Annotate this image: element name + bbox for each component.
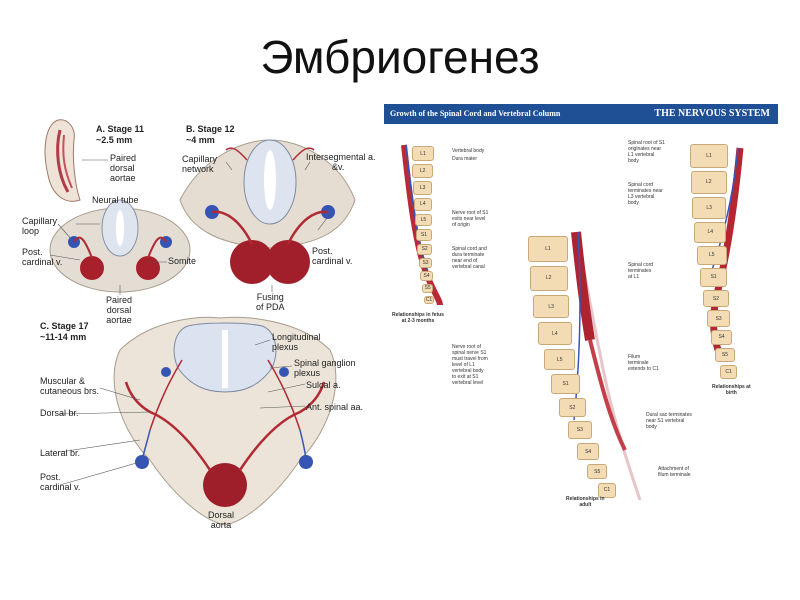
label-dorsal-aorta: Dorsal aorta	[208, 510, 235, 530]
fetus-dura-mater: Dura mater	[452, 156, 478, 162]
label-paired-dorsal-aortae-bottom: Paired dorsal aortae	[106, 295, 133, 325]
vertebra-l4: L4	[538, 322, 572, 345]
stage-a-title: A. Stage 11	[96, 124, 145, 134]
left-leader-lines	[49, 159, 331, 486]
vertebra-l4: L4	[694, 221, 727, 243]
label-lateral-br: Lateral br.	[40, 448, 81, 458]
label-neural-tube: Neural tube	[92, 195, 139, 205]
stage-b-section	[179, 139, 356, 284]
vertebra-l5: L5	[544, 348, 576, 371]
vertebra-c1: C1	[598, 483, 616, 498]
right-figure-banner: Growth of the Spinal Cord and Vertebral …	[384, 104, 778, 124]
vertebra-s2: S2	[417, 243, 433, 255]
label-post-cardinal-c: Post. cardinal v.	[40, 472, 81, 492]
label-ant-spinal: Ant. spinal aa.	[306, 402, 364, 412]
stage-a-section	[49, 199, 191, 293]
adult-dural-sac: Dural sac terminates near S1 vertebral b…	[646, 412, 692, 430]
stage-b-size: ~4 mm	[186, 135, 215, 145]
fetus-vertebral-body: Vertebral body	[452, 148, 485, 154]
label-intersegmental: Intersegmental a. &v.	[306, 152, 376, 172]
label-paired-dorsal-aortae-top: Paired dorsal aortae	[110, 153, 137, 183]
slide-title: Эмбриогенез	[260, 31, 540, 83]
birth-cord-l3: Spinal cord terminates near L3 vertebral…	[628, 182, 663, 206]
stage-c-title: C. Stage 17	[40, 321, 89, 331]
stage-c-section	[113, 316, 337, 526]
vertebra-s3: S3	[567, 421, 593, 440]
vertebra-l4: L4	[413, 197, 433, 211]
adult-nerve-root-note: Nerve root of spinal nerve S1 must trave…	[452, 344, 488, 386]
vertebra-l2: L2	[529, 266, 568, 291]
vertebra-s1: S1	[415, 229, 432, 241]
label-post-cardinal-a: Post. cardinal v.	[22, 247, 63, 267]
vertebra-l3: L3	[412, 181, 433, 195]
adult-attachment: Attachment of filum terminale	[658, 466, 691, 478]
vertebra-s4: S4	[576, 443, 600, 460]
stage-b-title: B. Stage 12	[186, 124, 235, 134]
vertebra-s5: S5	[422, 283, 434, 293]
vertebra-c1: C1	[424, 295, 434, 304]
vertebra-s5: S5	[715, 348, 735, 363]
label-spinal-ganglion-plexus: Spinal ganglion plexus	[294, 358, 356, 378]
label-dorsal-br: Dorsal br.	[40, 408, 79, 418]
label-fusing-pda: Fusing of PDA	[256, 292, 285, 312]
vertebra-l5: L5	[414, 213, 432, 227]
label-muscular-cutaneous: Muscular & cutaneous brs.	[40, 376, 100, 396]
fetus-cord-dura: Spinal cord and dura terminate near end …	[452, 246, 487, 270]
adult-cord-terminates: Spinal cord terminates at L1	[628, 262, 654, 280]
banner-right-title: THE NERVOUS SYSTEM	[654, 108, 770, 119]
vertebra-s5: S5	[587, 463, 608, 480]
banner-left-title: Growth of the Spinal Cord and Vertebral …	[390, 109, 561, 118]
birth-root-s1: Spinal root of S1 originates near L1 ver…	[628, 140, 665, 164]
label-somite: Somite	[168, 256, 197, 266]
vertebra-s3: S3	[706, 310, 731, 327]
fetus-nerve-root: Nerve root of S1 exits near level of ori…	[452, 210, 489, 228]
vertebra-l1: L1	[412, 146, 434, 161]
vertebra-l2: L2	[412, 164, 434, 179]
birth-caption: Relationships at birth	[712, 384, 751, 396]
vertebra-s2: S2	[703, 289, 729, 308]
vertebra-l3: L3	[533, 294, 569, 319]
label-post-cardinal-b: Post. cardinal v.	[312, 246, 353, 266]
label-longitudinal-plexus: Longitudinal plexus	[272, 332, 321, 352]
vertebra-s4: S4	[420, 271, 433, 281]
adult-spine-drawing	[571, 231, 642, 501]
vertebra-s1: S1	[551, 374, 581, 395]
vertebra-l1: L1	[528, 236, 568, 262]
vertebra-s2: S2	[558, 398, 586, 418]
vertebra-l5: L5	[696, 245, 727, 266]
vertebra-l2: L2	[690, 171, 727, 194]
adult-filum: Filum terminale extends to C1	[628, 354, 659, 372]
label-capillary-loop: Capillary loop	[22, 216, 58, 236]
vertebra-c1: C1	[720, 365, 738, 379]
stage-a-size: ~2.5 mm	[96, 135, 133, 145]
label-sulcal: Sulcal a.	[306, 380, 341, 390]
stage-a-embryo-sketch	[44, 119, 81, 202]
adult-caption: Relationships in adult	[566, 496, 605, 508]
vertebra-l1: L1	[690, 144, 728, 168]
label-capillary-network: Capillary network	[182, 154, 218, 174]
vertebra-s3: S3	[418, 257, 433, 269]
vertebra-l3: L3	[692, 196, 727, 219]
vertebra-s1: S1	[699, 268, 728, 287]
vertebra-s4: S4	[710, 329, 733, 346]
stage-c-size: ~11-14 mm	[40, 332, 87, 342]
fetus-caption: Relationships in fetus at 2-3 months	[392, 312, 444, 324]
